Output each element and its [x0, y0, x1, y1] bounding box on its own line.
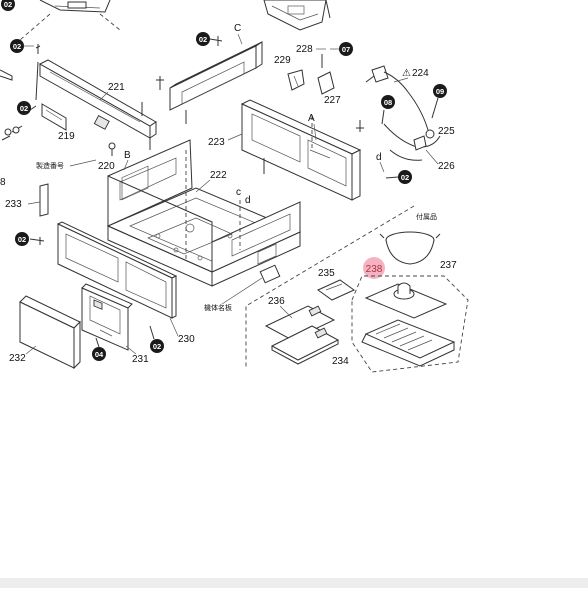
- part-225-harness: [383, 123, 441, 161]
- part-224-power-cord: [365, 65, 429, 131]
- badge-02-a: 02: [10, 39, 24, 53]
- label-231: 231: [132, 354, 149, 365]
- letter-c-lower: c: [236, 187, 241, 198]
- badge-02-g: 02: [398, 170, 412, 184]
- letter-d-1: d: [245, 195, 251, 206]
- nameplate-label: 機体名板: [204, 303, 232, 312]
- label-228: 228: [296, 44, 313, 55]
- svg-text:07: 07: [342, 45, 350, 54]
- highlight-circle: [363, 257, 385, 279]
- top-left-panel-fragment: [19, 0, 121, 41]
- part-231-control-board: [81, 283, 133, 351]
- letter-c-upper: C: [234, 23, 241, 34]
- part-223-rear-frame: [240, 99, 362, 201]
- part-232-door: [19, 295, 81, 370]
- serial-number-label: 製造番号: [36, 161, 64, 170]
- part-229-clip: [287, 69, 305, 91]
- label-221: 221: [108, 82, 125, 93]
- svg-text:02: 02: [18, 235, 26, 244]
- label-238: 238: [366, 264, 383, 275]
- badge-02-c: 02: [1, 0, 15, 11]
- label-225: 225: [438, 126, 455, 137]
- label-227: 227: [324, 95, 341, 106]
- part-220-screw: [108, 142, 116, 156]
- badge-08: 08: [381, 95, 395, 109]
- badge-09: 09: [433, 84, 447, 98]
- warning-symbol: ⚠: [402, 68, 411, 79]
- badge-02-f: 02: [196, 32, 210, 46]
- part-227-terminal: [317, 71, 335, 95]
- accessories-label: 付属品: [416, 212, 437, 221]
- part-219-bracket: [41, 103, 67, 131]
- part-230-front-frame: [56, 221, 178, 319]
- label-236: 236: [268, 296, 285, 307]
- badge-02-e: 02: [150, 339, 164, 353]
- svg-text:02: 02: [13, 42, 21, 51]
- label-222: 222: [210, 170, 227, 181]
- label-233: 233: [5, 199, 22, 210]
- label-237: 237: [440, 260, 457, 271]
- part-235-leaflet: [317, 279, 355, 301]
- label-219: 219: [58, 131, 75, 142]
- label-235: 235: [318, 268, 335, 279]
- label-232: 232: [9, 353, 26, 364]
- left-screws: [0, 44, 41, 141]
- svg-text:02: 02: [199, 35, 207, 44]
- badge-02-b: 02: [17, 101, 31, 115]
- label-226: 226: [438, 161, 455, 172]
- letter-d-2: d: [376, 152, 382, 163]
- part-234-booklet: [270, 325, 340, 365]
- part-236-manual: [264, 305, 336, 341]
- label-230: 230: [178, 334, 195, 345]
- badge-02-d: 02: [15, 232, 29, 246]
- part-238-grill-pan: [361, 282, 456, 367]
- label-229: 229: [274, 55, 291, 66]
- part-233-strip: [39, 183, 49, 217]
- letter-a: A: [308, 113, 315, 124]
- part-237-bowl: [379, 231, 441, 265]
- badge-07: 07: [339, 42, 353, 56]
- label-234: 234: [332, 356, 349, 367]
- svg-text:08: 08: [384, 98, 392, 107]
- label-224: 224: [412, 68, 429, 79]
- svg-text:09: 09: [436, 87, 444, 96]
- top-center-panel: [169, 41, 263, 124]
- letter-b: B: [124, 150, 131, 161]
- svg-text:04: 04: [95, 350, 104, 359]
- part-222-chassis: [106, 139, 302, 287]
- top-right-panel-fragment: [263, 0, 331, 31]
- svg-text:02: 02: [401, 173, 409, 182]
- accessories-divider: [245, 205, 415, 368]
- svg-text:02: 02: [153, 342, 161, 351]
- label-220: 220: [98, 161, 115, 172]
- svg-text:02: 02: [20, 104, 28, 113]
- label-223: 223: [208, 137, 225, 148]
- part-221-frame: [35, 59, 157, 150]
- highlight-238: 238: [363, 257, 385, 279]
- badge-04: 04: [92, 347, 106, 361]
- svg-text:02: 02: [4, 0, 12, 9]
- edge-number: 8: [0, 177, 6, 188]
- bottom-scroll-area: [0, 578, 588, 588]
